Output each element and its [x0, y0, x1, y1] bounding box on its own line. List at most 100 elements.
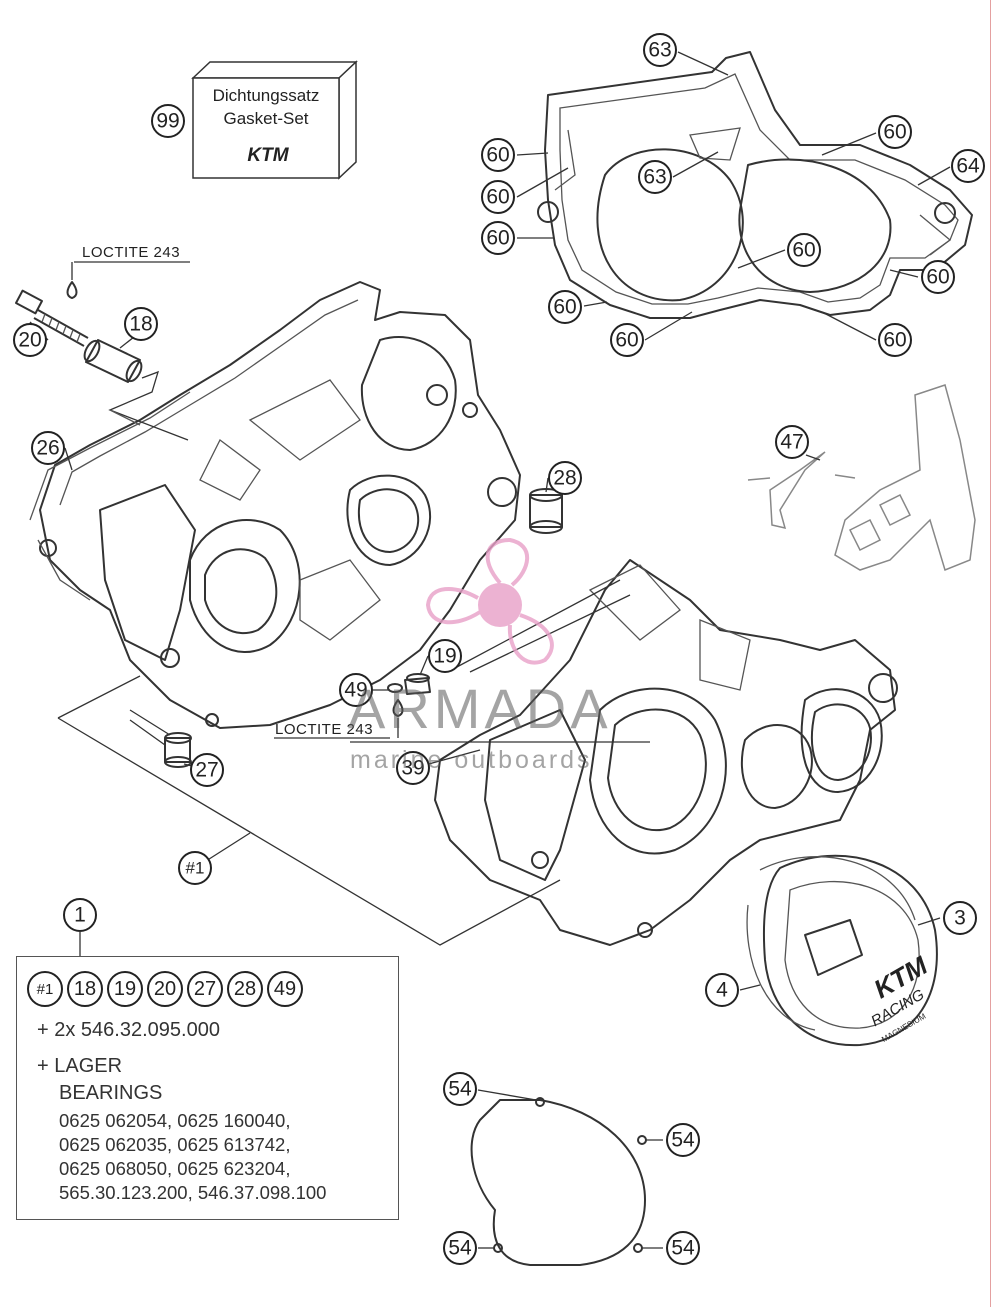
svg-text:20: 20: [18, 329, 41, 352]
dowel-sleeve-27: [164, 732, 192, 768]
bushing-18: [83, 339, 143, 383]
kit-part-chip: 18: [67, 971, 103, 1007]
crankcase-gasket: [537, 51, 973, 319]
callout-47: 47: [775, 425, 809, 459]
callout-60e: 60: [610, 323, 644, 357]
callout-54a: 54: [443, 1072, 477, 1106]
svg-text:64: 64: [956, 155, 980, 178]
crankcase-right-half: [434, 559, 898, 946]
svg-text:26: 26: [36, 437, 59, 460]
svg-text:54: 54: [671, 1129, 695, 1152]
callout-60i: 60: [878, 115, 912, 149]
callout-26: 26: [31, 431, 65, 465]
left-case-gasket: [29, 391, 191, 601]
svg-text:18: 18: [129, 313, 152, 336]
kit-bolts-line: + 2x 546.32.095.000: [37, 1019, 220, 1041]
page-edge-rule: [990, 0, 991, 1307]
bearing-number-line: 0625 068050, 0625 623204,: [59, 1158, 291, 1179]
callout-60g: 60: [921, 260, 955, 294]
loctite-droplet-icon: [392, 699, 404, 717]
callout-hash1: #1: [178, 851, 212, 885]
kit-part-chip: 28: [227, 971, 263, 1007]
svg-text:60: 60: [486, 144, 509, 167]
svg-text:47: 47: [780, 431, 803, 454]
svg-text:60: 60: [883, 329, 906, 352]
watermark-title: ARMADA: [348, 677, 612, 740]
washer-49: [387, 683, 403, 693]
callout-63a: 63: [643, 33, 677, 67]
callout-20: 20: [13, 323, 47, 357]
svg-text:3: 3: [954, 907, 966, 930]
callout-54c: 54: [443, 1231, 477, 1265]
svg-text:60: 60: [926, 266, 949, 289]
kit-part-chip: 19: [107, 971, 143, 1007]
bearing-number-line: 0625 062035, 0625 613742,: [59, 1134, 291, 1155]
callout-19: 19: [428, 639, 462, 673]
kit-bearings-line: BEARINGS: [59, 1082, 163, 1104]
svg-text:28: 28: [553, 467, 576, 490]
svg-text:49: 49: [344, 679, 367, 702]
svg-text:60: 60: [486, 227, 509, 250]
svg-text:60: 60: [792, 239, 815, 262]
svg-text:1: 1: [74, 904, 86, 927]
svg-text:63: 63: [648, 39, 671, 62]
svg-text:60: 60: [883, 121, 906, 144]
callout-99: 99: [151, 104, 185, 138]
ignition-cover-gasket: [746, 856, 916, 1031]
callout-39: 39: [396, 751, 430, 785]
cover-gasket-54: [470, 1097, 647, 1266]
dowel-sleeve-28: [529, 488, 563, 534]
callout-60f: 60: [878, 323, 912, 357]
callout-60b: 60: [481, 180, 515, 214]
svg-text:19: 19: [433, 645, 456, 668]
callout-3: 3: [943, 901, 977, 935]
bearing-number-line: 565.30.123.200, 546.37.098.100: [59, 1182, 327, 1203]
gasket-kit-line1: Dichtungssatz: [213, 86, 320, 105]
svg-text:39: 39: [401, 757, 424, 780]
bearing-number-line: 0625 062054, 0625 160040,: [59, 1110, 291, 1131]
svg-text:99: 99: [156, 110, 179, 133]
callout-63b: 63: [638, 160, 672, 194]
callout-64: 64: [951, 149, 985, 183]
ignition-cover: KTM RACING MAGNESIUM: [762, 854, 938, 1047]
kit-part-chip: 20: [147, 971, 183, 1007]
gasket-leaders: [516, 51, 951, 341]
callout-49: 49: [339, 673, 373, 707]
svg-text:60: 60: [486, 186, 509, 209]
svg-text:27: 27: [195, 759, 218, 782]
loctite-label-upper: LOCTITE 243: [82, 244, 180, 261]
callout-60c: 60: [481, 221, 515, 255]
kit-lager-line: + LAGER: [37, 1055, 123, 1077]
svg-text:54: 54: [448, 1237, 472, 1260]
gasket-kit-line2: Gasket-Set: [223, 109, 308, 128]
svg-text:54: 54: [448, 1078, 472, 1101]
svg-text:4: 4: [716, 979, 728, 1002]
callout-18: 18: [124, 307, 158, 341]
faded-bracket-part: [747, 384, 976, 572]
callout-60d: 60: [548, 290, 582, 324]
svg-text:60: 60: [615, 329, 638, 352]
screw-19: [404, 673, 431, 695]
svg-text:63: 63: [643, 166, 666, 189]
watermark-propeller-icon: [425, 537, 554, 665]
bolt-20: [15, 289, 89, 347]
kit-part-list: #1 18 19 20 27 28 49: [27, 971, 303, 1007]
callout-60a: 60: [481, 138, 515, 172]
kit-part-chip: #1: [27, 971, 63, 1007]
ktm-logo-small: KTM: [247, 145, 289, 166]
svg-text:54: 54: [671, 1237, 695, 1260]
callout-1: 1: [63, 898, 97, 932]
crankcase-left-half: [39, 281, 521, 729]
svg-text:60: 60: [553, 296, 576, 319]
callout-54d: 54: [666, 1231, 700, 1265]
gasket-kit-box: Dichtungssatz Gasket-Set KTM: [191, 60, 358, 180]
callout-60h: 60: [787, 233, 821, 267]
loctite-droplet-icon: [66, 281, 78, 299]
callout-54b: 54: [666, 1123, 700, 1157]
kit-part-chip: 27: [187, 971, 223, 1007]
callout-4: 4: [705, 973, 739, 1007]
watermark-subtitle: marine outboards: [350, 746, 593, 774]
kit-contents-box: #1 18 19 20 27 28 49 + 2x 546.32.095.000…: [16, 956, 399, 1220]
kit-part-chip: 49: [267, 971, 303, 1007]
